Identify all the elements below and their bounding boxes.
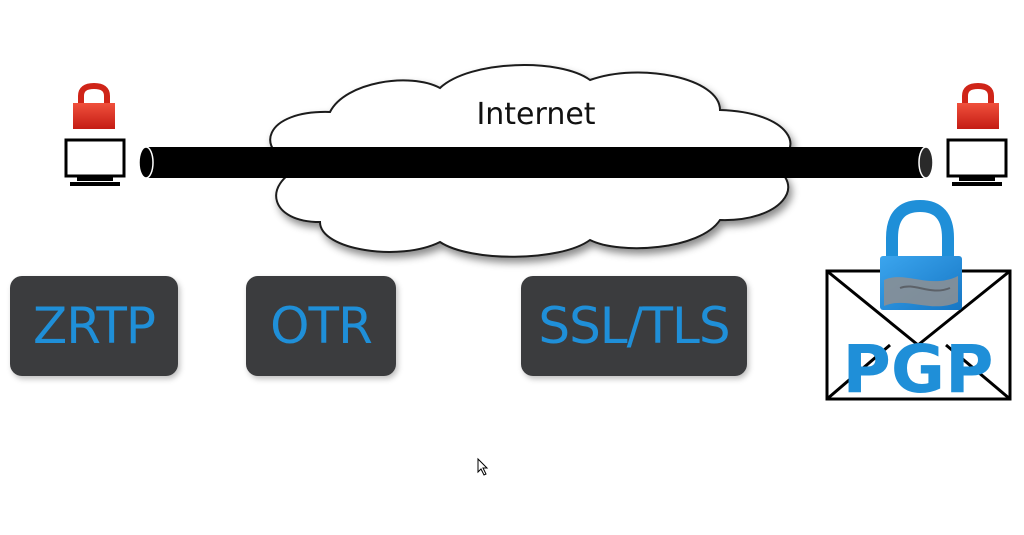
lock-icon <box>880 199 962 310</box>
zrtp-protocol-box[interactable]: ZRTP <box>10 276 178 376</box>
internet-label: Internet <box>476 97 595 132</box>
computer-icon[interactable] <box>946 138 1008 186</box>
encrypted-tunnel <box>138 146 934 179</box>
zrtp-label: ZRTP <box>32 297 156 355</box>
otr-protocol-box[interactable]: OTR <box>246 276 396 376</box>
computer-icon[interactable] <box>64 138 126 186</box>
mouse-cursor-icon <box>477 457 489 476</box>
ssl-tls-label: SSL/TLS <box>538 297 730 355</box>
otr-label: OTR <box>270 297 373 355</box>
ssl-tls-protocol-box[interactable]: SSL/TLS <box>521 276 747 376</box>
padlock-icon <box>957 82 999 129</box>
pgp-label: PGP <box>843 331 994 408</box>
padlock-icon <box>73 82 115 129</box>
pgp-envelope-icon[interactable]: PGP <box>825 269 1012 408</box>
